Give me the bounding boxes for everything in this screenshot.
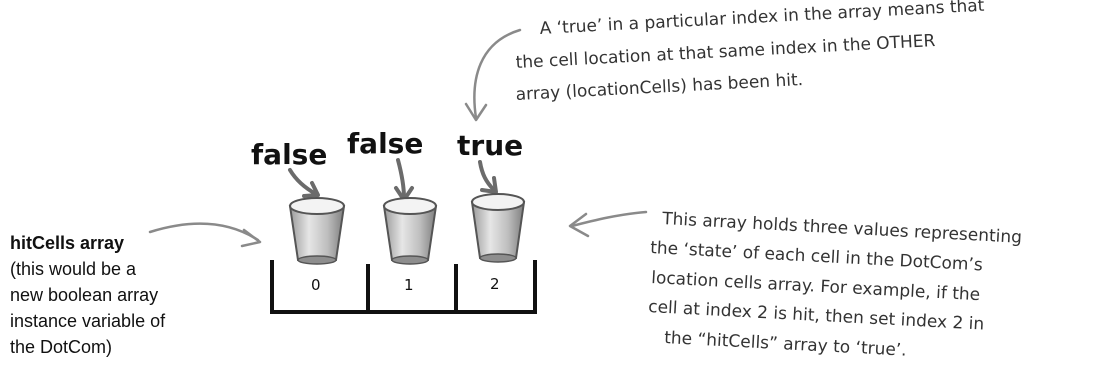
cup-1-icon bbox=[382, 197, 438, 265]
cup-0-icon bbox=[288, 197, 346, 265]
left-label-line-1: (this would be a bbox=[10, 259, 137, 279]
array-box bbox=[270, 260, 537, 314]
value-0-arrow-head bbox=[302, 181, 320, 198]
top-note-arrow-head bbox=[464, 102, 488, 122]
cup-2-icon bbox=[470, 193, 526, 263]
left-label-line-2: new boolean array bbox=[10, 285, 158, 305]
value-1: false bbox=[347, 127, 423, 160]
right-note-line-5: the “hitCells” array to ‘true’. bbox=[664, 328, 907, 361]
value-1-arrow bbox=[396, 158, 406, 200]
left-label: hitCells array (this would be a new bool… bbox=[10, 233, 166, 357]
left-label-line-3: instance variable of bbox=[10, 311, 166, 331]
top-note-line-3: array (locationCells) has been hit. bbox=[515, 70, 803, 105]
left-label-line-4: the DotCom) bbox=[10, 337, 112, 357]
left-label-title: hitCells array bbox=[10, 233, 124, 253]
index-1: 1 bbox=[404, 276, 414, 294]
index-2: 2 bbox=[490, 275, 500, 293]
right-note: This array holds three values representi… bbox=[648, 209, 1023, 361]
top-note: A ‘true’ in a particular index in the ar… bbox=[515, 0, 985, 105]
value-0: false bbox=[251, 138, 327, 171]
index-0: 0 bbox=[311, 276, 321, 294]
right-note-arrow bbox=[570, 210, 648, 228]
value-2-arrow-head bbox=[480, 176, 498, 194]
value-2-arrow bbox=[478, 160, 496, 192]
left-label-arrow bbox=[148, 222, 260, 242]
top-note-arrow bbox=[473, 28, 522, 120]
right-note-arrow-head bbox=[568, 212, 590, 238]
value-0-arrow bbox=[288, 168, 318, 196]
top-note-line-2: the cell location at that same index in … bbox=[515, 31, 936, 73]
left-label-arrow-head bbox=[240, 228, 262, 248]
value-2: true bbox=[457, 129, 523, 162]
